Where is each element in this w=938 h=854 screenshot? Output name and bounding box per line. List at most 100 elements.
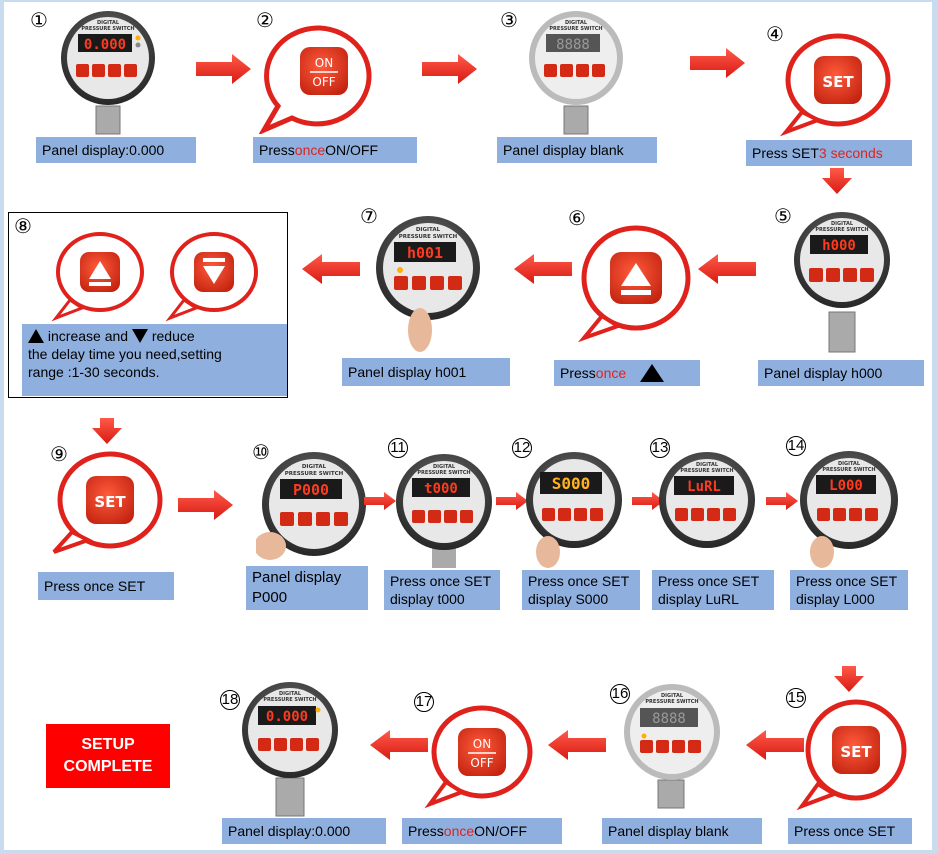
pressure-switch-device: DIGITAL PRESSURE SWITCH h000 <box>794 212 890 353</box>
display-readout: 0.000 <box>84 37 126 53</box>
svg-text:PRESSURE SWITCH: PRESSURE SWITCH <box>680 468 733 474</box>
step-15-label: Press once SET <box>788 818 912 844</box>
svg-text:DIGITAL: DIGITAL <box>838 461 861 467</box>
set-button-bubble: SET <box>779 33 891 137</box>
right-arrow-icon <box>690 48 745 78</box>
step-number-15: 15 <box>786 688 806 708</box>
right-arrow-icon <box>422 54 477 84</box>
svg-text:SET: SET <box>822 73 854 91</box>
pressure-switch-device: DIGITAL PRESSURE SWITCH 8888 <box>529 11 623 135</box>
svg-text:PRESSURE SWITCH: PRESSURE SWITCH <box>645 699 698 705</box>
down-arrow-icon <box>822 168 852 194</box>
left-arrow-icon <box>514 254 572 284</box>
step-7-label: Panel display h001 <box>342 358 510 386</box>
right-arrow-icon <box>196 54 251 84</box>
svg-text:PRESSURE SWITCH: PRESSURE SWITCH <box>815 227 868 233</box>
svg-text:SET: SET <box>840 743 872 761</box>
svg-text:ON: ON <box>315 56 333 70</box>
right-arrow-icon <box>496 492 528 510</box>
pressure-switch-device: S000 <box>526 452 622 568</box>
pressure-switch-device: DIGITAL PRESSURE SWITCH L000 <box>800 451 898 568</box>
pressure-switch-device: DIGITAL PRESSURE SWITCH h001 <box>376 216 480 352</box>
right-arrow-icon <box>364 492 396 510</box>
set-button-bubble: SET <box>796 699 907 811</box>
step-number-12: 12 <box>512 438 532 458</box>
display-readout: LuRL <box>687 479 721 495</box>
step-number-18: 18 <box>220 690 240 710</box>
svg-text:ON: ON <box>473 737 491 751</box>
svg-text:PRESSURE SWITCH: PRESSURE SWITCH <box>417 470 470 476</box>
display-readout: L000 <box>829 478 863 494</box>
down-arrow-icon <box>92 418 122 444</box>
display-readout: 8888 <box>556 37 590 53</box>
step-number-3: ③ <box>500 10 518 32</box>
step-number-16: 16 <box>610 684 630 704</box>
left-arrow-icon <box>302 254 360 284</box>
device-title: DIGITAL <box>97 20 120 26</box>
left-arrow-icon <box>746 730 804 760</box>
step-number-2: ② <box>256 10 274 32</box>
step-number-13: 13 <box>650 438 670 458</box>
display-readout: P000 <box>293 481 329 499</box>
display-readout: 8888 <box>652 711 686 727</box>
svg-text:PRESSURE SWITCH: PRESSURE SWITCH <box>285 471 344 477</box>
svg-text:DIGITAL: DIGITAL <box>696 462 719 468</box>
step-number-4: ④ <box>766 24 784 46</box>
step-6-label: Press once <box>554 360 700 386</box>
step-number-10: ⑩ <box>252 442 270 464</box>
step-4-label: Press SET 3 seconds <box>746 140 912 166</box>
step-18-label: Panel display:0.000 <box>222 818 386 844</box>
step-number-14: 14 <box>786 436 806 456</box>
svg-text:DIGITAL: DIGITAL <box>279 691 302 697</box>
svg-text:OFF: OFF <box>312 75 335 89</box>
svg-text:DIGITAL: DIGITAL <box>661 693 684 699</box>
up-triangle-icon <box>640 364 665 382</box>
pressure-switch-device: DIGITAL PRESSURE SWITCH 8888 <box>624 684 720 809</box>
right-arrow-icon <box>766 492 798 510</box>
on-off-button-bubble: ON OFF <box>424 705 533 809</box>
svg-text:DIGITAL: DIGITAL <box>831 221 854 227</box>
step-number-1: ① <box>30 10 48 32</box>
step-number-17: 17 <box>414 692 434 712</box>
step-1-label: Panel display:0.000 <box>36 137 196 163</box>
step-number-7: ⑦ <box>360 206 378 228</box>
set-button-bubble: SET <box>52 451 163 554</box>
svg-text:PRESSURE SWITCH: PRESSURE SWITCH <box>399 234 458 240</box>
svg-text:PRESSURE SWITCH: PRESSURE SWITCH <box>549 26 602 32</box>
display-readout: h000 <box>822 238 856 254</box>
svg-text:DIGITAL: DIGITAL <box>565 20 588 26</box>
svg-text:SET: SET <box>94 493 126 511</box>
step-8-note: increase and reduce the delay time you n… <box>22 324 287 396</box>
left-arrow-icon <box>698 254 756 284</box>
pressure-switch-device: DIGITAL PRESSURE SWITCH LuRL <box>659 452 755 548</box>
step-17-label: Press once ON/OFF <box>402 818 562 844</box>
display-readout: t000 <box>424 481 458 497</box>
step-number-9: ⑨ <box>50 444 68 466</box>
step-number-11: 11 <box>388 438 408 458</box>
up-triangle-icon <box>28 329 44 343</box>
step-number-5: ⑤ <box>774 206 792 228</box>
step-9-label: Press once SET <box>38 572 174 600</box>
svg-text:OFF: OFF <box>470 756 493 770</box>
down-triangle-icon <box>131 329 148 343</box>
up-button-bubble <box>577 225 691 343</box>
down-arrow-icon <box>834 666 864 692</box>
step-5-label: Panel display h000 <box>758 360 924 386</box>
pressure-switch-device: DIGITAL PRESSURE SWITCH 0.000 <box>242 682 338 817</box>
right-arrow-icon <box>178 490 233 520</box>
step-16-label: Panel display blank <box>602 818 762 844</box>
left-arrow-icon <box>548 730 606 760</box>
svg-text:PRESSURE SWITCH: PRESSURE SWITCH <box>81 26 134 32</box>
step-3-label: Panel display blank <box>497 137 657 163</box>
svg-text:DIGITAL: DIGITAL <box>302 464 327 470</box>
svg-text:DIGITAL: DIGITAL <box>416 227 441 233</box>
svg-text:PRESSURE SWITCH: PRESSURE SWITCH <box>263 697 316 703</box>
display-readout: h001 <box>407 244 443 262</box>
svg-text:DIGITAL: DIGITAL <box>433 464 456 470</box>
display-readout: S000 <box>552 474 591 493</box>
